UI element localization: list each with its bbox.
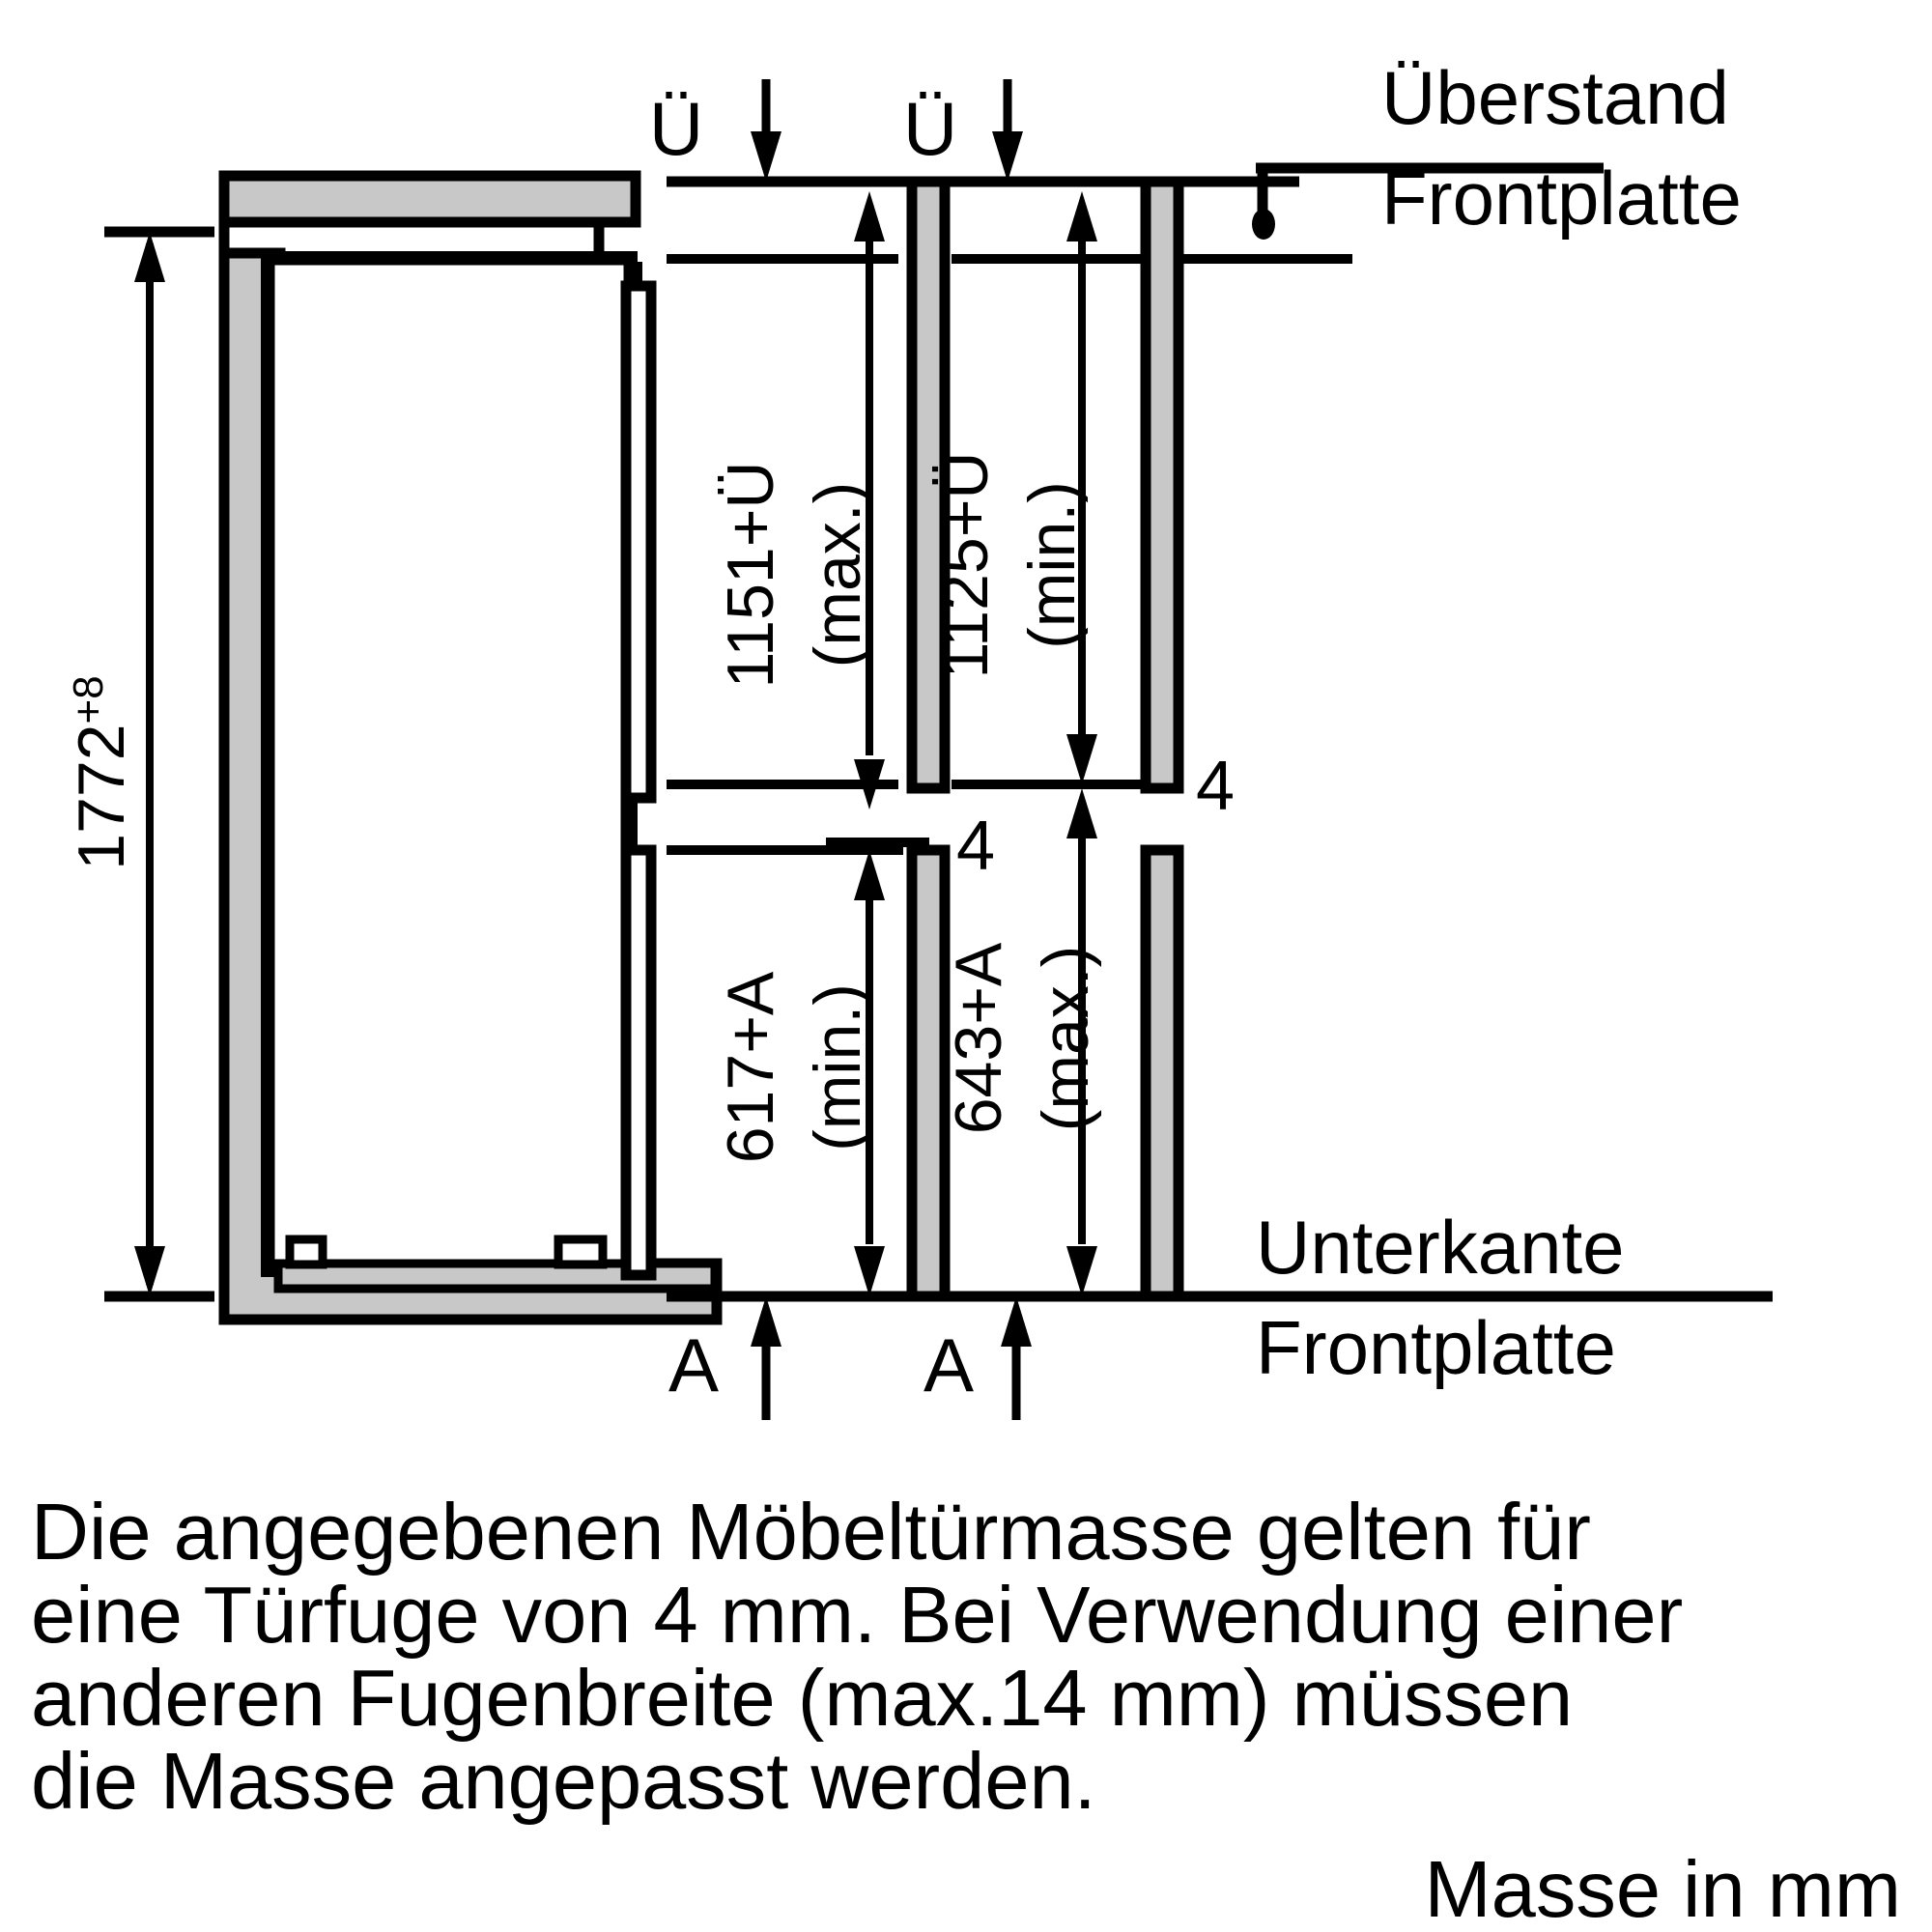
dim-value-643: 643+A	[942, 942, 1015, 1134]
dim-qualifier-min: (min.)	[801, 983, 874, 1151]
arrowhead-up	[854, 850, 885, 900]
dim-label-cabinet-height: 1772+8	[65, 675, 138, 869]
callout-line-frontplatte-bottom: Frontplatte	[1256, 1305, 1616, 1390]
appliance-base-rail	[273, 1235, 720, 1293]
callout-line-frontplatte-top: Frontplatte	[1381, 156, 1742, 241]
units-label-block: Masse in mm	[1425, 1844, 1901, 1932]
dim-value-617: 617+A	[714, 971, 787, 1163]
arrowhead-down	[1066, 1246, 1097, 1296]
appliance-inner-box	[282, 272, 616, 1254]
arrowhead-down	[854, 1246, 885, 1296]
appliance-upper-door	[620, 280, 657, 804]
dim-value-1772: 1772	[65, 724, 138, 869]
note-line-2: eine Türfuge von 4 mm. Bei Verwendung ei…	[31, 1570, 1683, 1660]
a-right-arrowhead	[1001, 1296, 1032, 1347]
front-panels	[906, 176, 1184, 1302]
ue-left-arrowhead	[751, 131, 781, 182]
dimension-upper-door-max: 1151+Ü (max.)	[714, 191, 885, 810]
front-panel-right-upper	[1140, 176, 1184, 794]
gap-markers-bottom: A A	[668, 1296, 1032, 1420]
ue-right-arrowhead	[992, 131, 1023, 182]
arrowhead-down	[134, 1246, 165, 1296]
label-a-right: A	[923, 1322, 974, 1407]
appliance-lower-door	[620, 844, 657, 1281]
cabinet-assembly	[218, 170, 723, 1325]
units-label: Masse in mm	[1425, 1844, 1901, 1932]
dim-value-1151: 1151+Ü	[714, 461, 787, 688]
callout-ueberstand-frontplatte: Überstand Frontplatte	[1252, 55, 1742, 241]
arrowhead-up	[1066, 191, 1097, 242]
arrowhead-up	[1066, 788, 1097, 838]
gap-callouts: 4 4	[956, 748, 1235, 885]
a-left-arrowhead	[751, 1296, 781, 1347]
dimension-upper-door-min: 1125+Ü (min.)	[928, 191, 1097, 784]
label-ue-left: Ü	[649, 86, 703, 171]
callout-line-ueberstand: Überstand	[1381, 55, 1729, 140]
dim-tolerance-plus8: +8	[65, 675, 112, 724]
dim-value-1125: 1125+Ü	[928, 451, 1002, 678]
label-a-left: A	[668, 1322, 719, 1407]
front-panel-left-upper	[906, 176, 951, 794]
note-line-1: Die angegebenen Möbeltürmasse gelten für	[31, 1487, 1591, 1577]
note-line-3: anderen Fugenbreite (max.14 mm) müssen	[31, 1653, 1573, 1743]
dim-qualifier-min: (min.)	[1015, 481, 1089, 649]
label-ue-right: Ü	[903, 86, 957, 171]
note-block: Die angegebenen Möbeltürmasse gelten für…	[31, 1487, 1683, 1826]
dim-qualifier-max: (max.)	[1029, 946, 1102, 1132]
gap-value-left: 4	[956, 808, 995, 885]
leader-dot	[1252, 209, 1275, 240]
callout-unterkante-frontplatte: Unterkante Frontplatte	[1256, 1205, 1625, 1390]
front-panel-right-lower	[1140, 844, 1184, 1302]
arrowhead-down	[854, 759, 885, 810]
overhang-markers-top: Ü Ü	[649, 79, 1023, 182]
callout-line-unterkante: Unterkante	[1256, 1205, 1625, 1290]
dimension-cabinet-height: 1772+8	[65, 226, 214, 1302]
dim-qualifier-max: (max.)	[801, 482, 874, 668]
dimension-lower-door-max: 643+A (max.)	[942, 788, 1102, 1296]
dimension-lower-door-min: 617+A (min.)	[714, 850, 885, 1296]
arrowhead-up	[854, 191, 885, 242]
arrowhead-up	[134, 232, 165, 282]
note-line-4: die Masse angepasst werden.	[31, 1736, 1096, 1826]
arrowhead-down	[1066, 734, 1097, 784]
gap-value-right: 4	[1196, 748, 1235, 825]
front-panel-left-lower	[906, 844, 951, 1302]
